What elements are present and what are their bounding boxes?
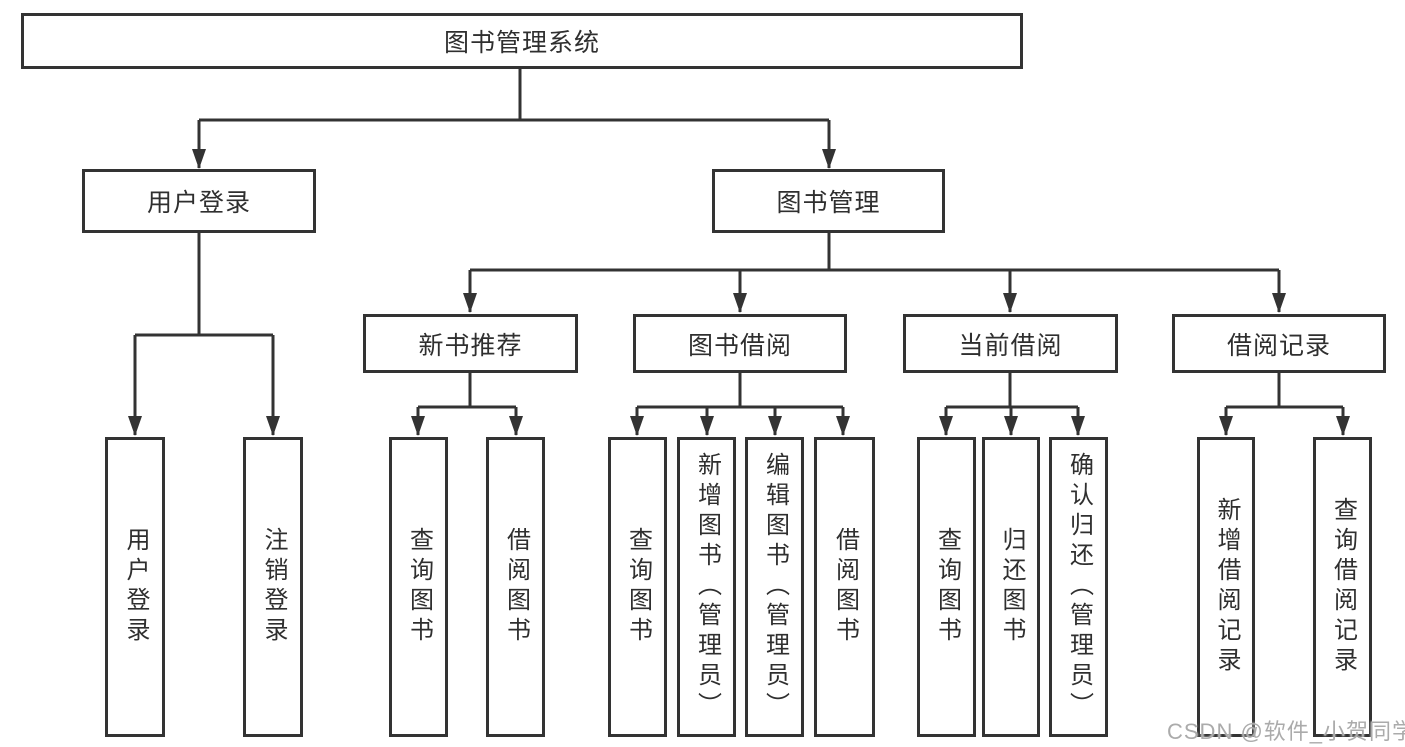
leaf-label: 借阅图书 [831, 527, 859, 647]
leaf-label: 查询图书 [933, 527, 961, 647]
connector-records-tee [1226, 373, 1343, 409]
connector-current-tee [946, 373, 1078, 409]
leaf-label: 新增借阅记录 [1213, 497, 1240, 677]
node-book-mgmt: 图书管理 [712, 169, 945, 233]
connector-book-mgmt-tee [470, 233, 1279, 272]
leaf-label: 借阅图书 [502, 527, 530, 647]
connector-borrowing-tee [637, 373, 843, 409]
csdn-watermark: CSDN @软件_小贺同学 [1167, 719, 1405, 744]
leaf-label: 查询借阅记录 [1329, 497, 1357, 677]
node-leaf-cur-confirm-return-admin: 确认归还（管理员） [1049, 437, 1108, 737]
leaf-label: 查询图书 [405, 527, 433, 647]
node-book-borrowing: 图书借阅 [633, 314, 847, 373]
node-leaf-bw-add-books-admin: 新增图书（管理员） [677, 437, 736, 737]
node-leaf-logout: 注销登录 [243, 437, 303, 737]
node-leaf-bw-query-books: 查询图书 [608, 437, 667, 737]
connector-root-tee [199, 69, 829, 122]
leaf-label: 用户登录 [122, 527, 149, 647]
node-leaf-nb-query-books: 查询图书 [389, 437, 448, 737]
node-root: 图书管理系统 [21, 13, 1023, 69]
node-new-books: 新书推荐 [363, 314, 578, 373]
node-leaf-bw-edit-books-admin: 编辑图书（管理员） [745, 437, 804, 737]
node-leaf-cur-query-books: 查询图书 [917, 437, 976, 737]
node-leaf-rec-add-record: 新增借阅记录 [1197, 437, 1255, 737]
leaf-label: 编辑图书（管理员） [761, 452, 789, 722]
leaf-label: 查询图书 [624, 527, 652, 647]
node-leaf-user-login: 用户登录 [105, 437, 165, 737]
node-borrow-records: 借阅记录 [1172, 314, 1386, 373]
node-leaf-nb-borrow-books: 借阅图书 [486, 437, 545, 737]
leaf-label: 注销登录 [260, 527, 287, 647]
leaf-label: 新增图书（管理员） [693, 452, 721, 722]
leaf-label: 确认归还（管理员） [1065, 452, 1093, 722]
node-user-login: 用户登录 [82, 169, 316, 233]
node-leaf-rec-query-record: 查询借阅记录 [1313, 437, 1372, 737]
node-current-borrowing: 当前借阅 [903, 314, 1118, 373]
connector-user-login-tee [135, 233, 273, 337]
node-leaf-bw-borrow-books: 借阅图书 [814, 437, 875, 737]
node-leaf-cur-return-books: 归还图书 [982, 437, 1040, 737]
leaf-label: 归还图书 [998, 527, 1025, 647]
connector-new-books-tee [418, 373, 516, 409]
